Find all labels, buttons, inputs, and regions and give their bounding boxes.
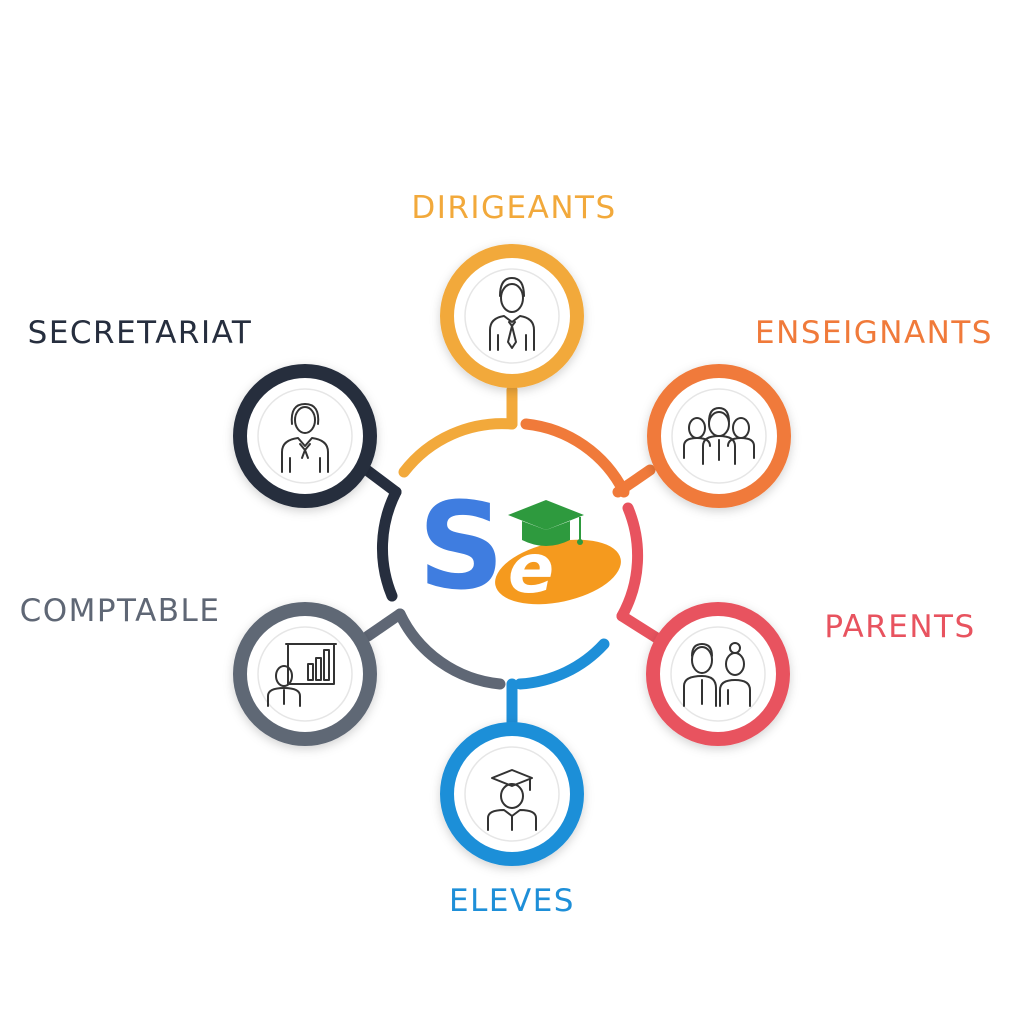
node-eleves[interactable] (440, 722, 584, 866)
label-eleves: ELEVES (449, 883, 575, 919)
label-comptable: COMPTABLE (19, 593, 221, 629)
secretary-woman-icon (281, 403, 329, 473)
node-dirigeants[interactable] (440, 244, 584, 388)
graduation-cap-icon (508, 500, 584, 546)
manager-tie-icon (489, 277, 535, 351)
node-comptable[interactable] (233, 602, 377, 746)
label-enseignants: ENSEIGNANTS (755, 315, 993, 351)
connector-comptable (362, 608, 406, 642)
node-parents[interactable] (646, 602, 790, 746)
central-ring (377, 418, 644, 690)
ring-arc-eleves (514, 638, 610, 690)
accountant-chart-icon (267, 643, 337, 707)
node-enseignants[interactable] (647, 364, 791, 508)
node-secretariat[interactable] (233, 364, 377, 508)
logo-letter-s: S (418, 478, 504, 617)
graduate-student-icon (487, 769, 537, 831)
label-parents: PARENTS (824, 609, 976, 645)
connectors (358, 384, 666, 730)
teachers-group-icon (683, 407, 755, 465)
logo-swoosh (495, 539, 621, 605)
ring-arc-parents (616, 502, 644, 622)
ring-arc-enseignants (520, 418, 630, 498)
ring-arc-comptable (394, 608, 506, 690)
connector-parents (616, 610, 666, 646)
label-dirigeants: DIRIGEANTS (411, 190, 617, 226)
ring-arc-secretariat (377, 486, 402, 602)
label-secretariat: SECRETARIAT (27, 315, 253, 351)
parents-couple-icon (683, 642, 751, 707)
se-logo: S e (418, 478, 621, 617)
connector-enseignants (612, 464, 656, 498)
connector-secretariat (358, 462, 402, 498)
ring-arc-dirigeants (398, 418, 518, 478)
